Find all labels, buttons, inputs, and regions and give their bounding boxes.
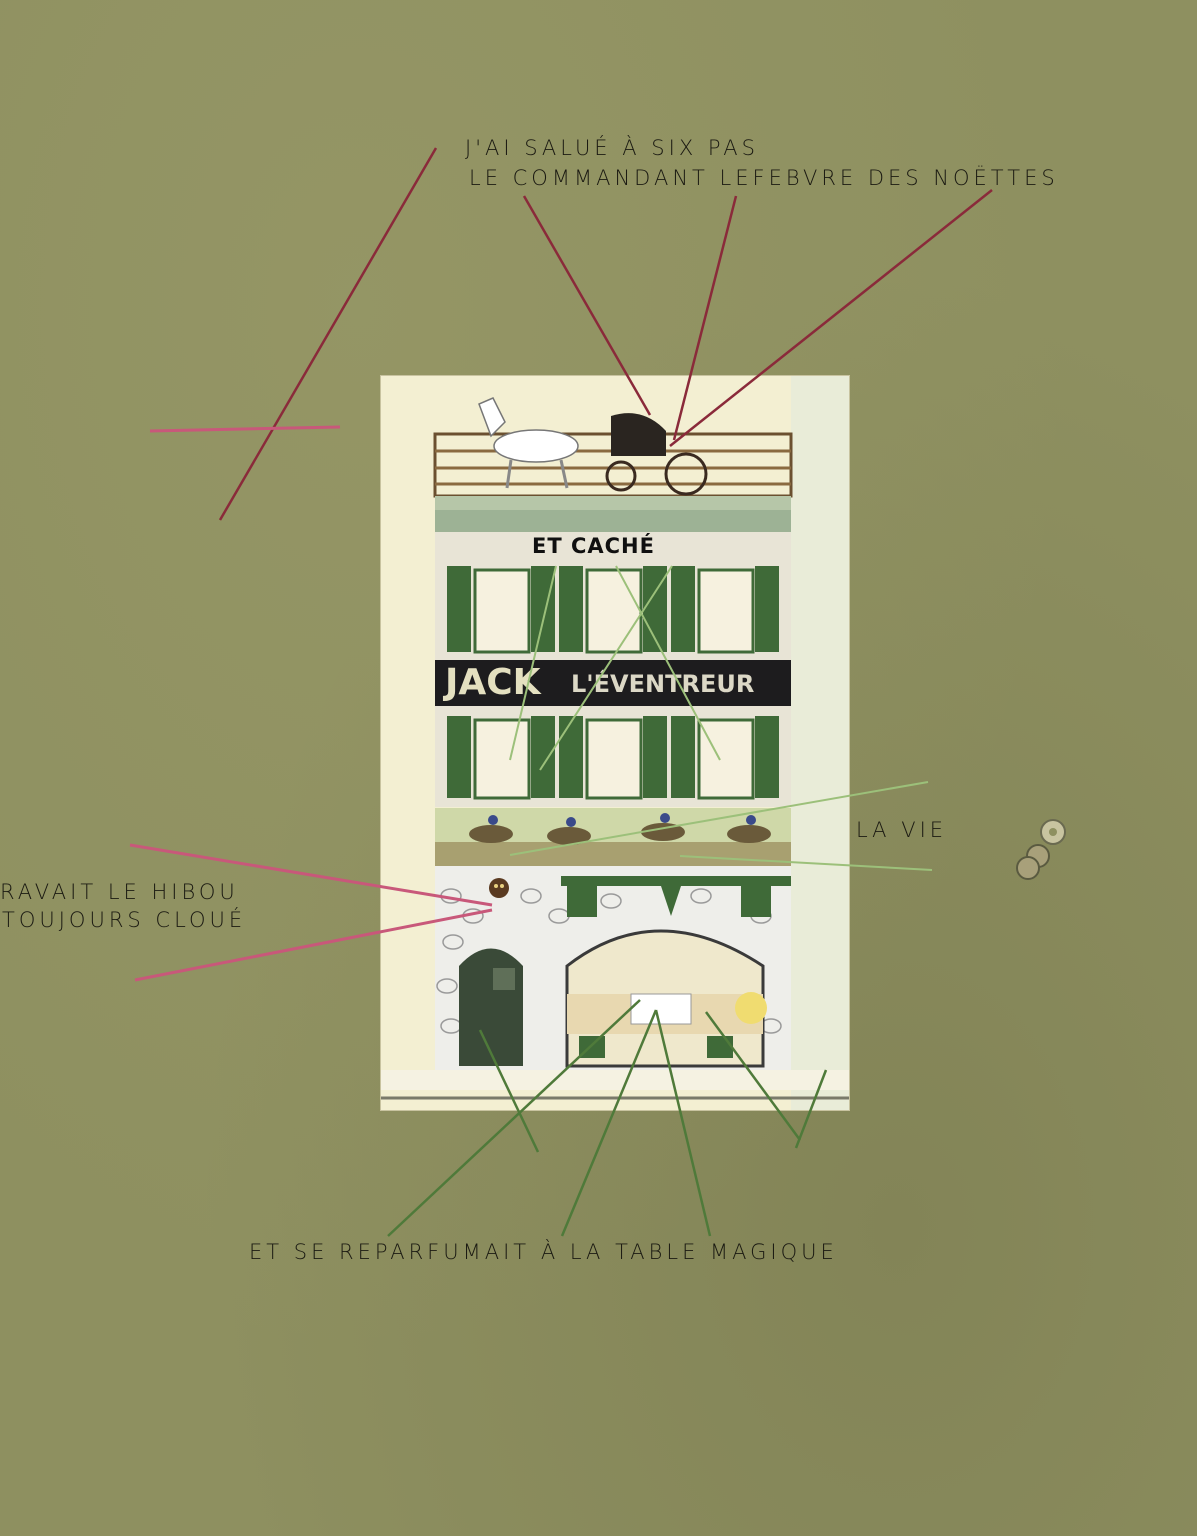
sign-leventreur: L'ÉVENTREUR (571, 670, 755, 698)
owl-icon (489, 878, 509, 898)
sign-jack: JACK (445, 662, 541, 703)
building-postcard: JACK L'ÉVENTREUR (381, 376, 849, 1110)
caption-top-line2: LE COMMANDANT LEFEBVRE DES NOËTTES (469, 166, 1059, 190)
caption-et-cache: ET CACHÉ (532, 534, 655, 558)
lower-windows (447, 716, 779, 800)
caption-bottom: ET SE REPARFUMAIT À LA TABLE MAGIQUE (249, 1240, 838, 1264)
upper-windows (447, 566, 779, 654)
caption-left-line1: RAVAIT LE HIBOU (0, 880, 239, 904)
horse-carriage-icon (478, 397, 708, 496)
mirror-icon (735, 992, 767, 1024)
door (459, 948, 523, 1066)
button-icon (1016, 819, 1066, 880)
caption-top-line1: J'AI SALUÉ À SIX PAS (465, 136, 759, 160)
horse-race-frieze (435, 808, 791, 866)
building-illustration (381, 376, 849, 1110)
caption-left-line2: TOUJOURS CLOUÉ (2, 908, 247, 932)
caption-la-vie: LA VIE (856, 818, 948, 842)
